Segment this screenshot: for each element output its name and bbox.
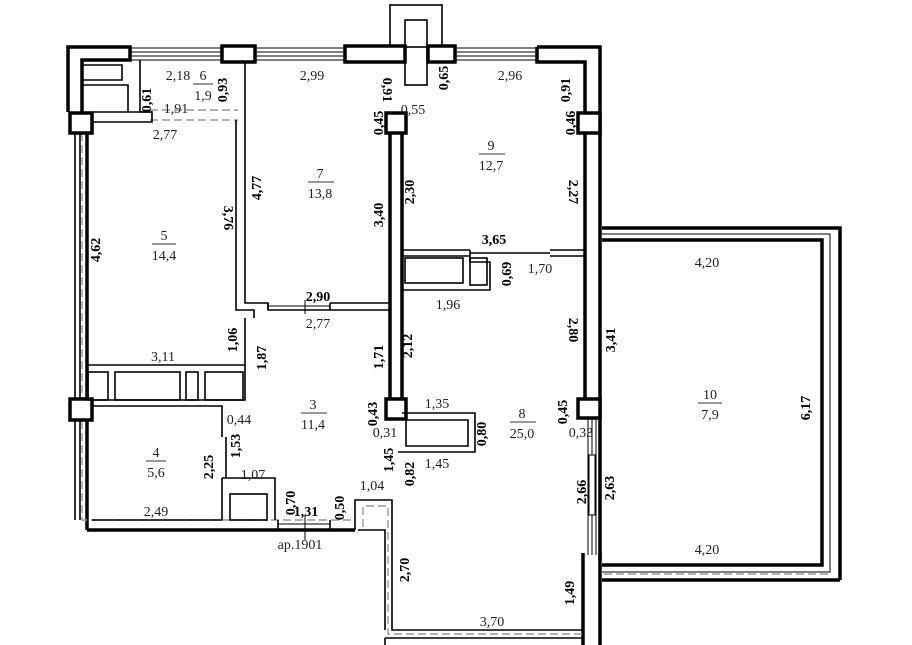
dimension: 1,91 xyxy=(164,102,189,117)
dimension: 2,12 xyxy=(401,334,416,359)
dimension: 2,90 xyxy=(306,290,331,305)
room-area: 14,4 xyxy=(152,249,177,264)
dimension: 3,76 xyxy=(220,206,235,231)
dimension: 4,20 xyxy=(695,543,720,558)
room-number: 9 xyxy=(488,139,495,154)
dimension: 2,80 xyxy=(565,318,580,343)
room-area: 11,4 xyxy=(301,418,325,433)
room-number: 10 xyxy=(703,388,717,403)
dimension: 0,46 xyxy=(564,111,579,136)
room-number: 8 xyxy=(519,407,526,422)
dimension: 4,62 xyxy=(89,238,104,263)
dimension: 2,18 xyxy=(166,69,191,84)
dimension: 2,30 xyxy=(403,180,418,205)
dimension: 1,35 xyxy=(425,397,450,412)
dimension: 3,40 xyxy=(372,203,387,228)
dimension: 0,80 xyxy=(475,422,490,447)
walls xyxy=(66,4,842,645)
room-area: 5,6 xyxy=(147,466,165,481)
dimension: 2,96 xyxy=(498,69,523,84)
dimension: 1,96 xyxy=(436,298,461,313)
dimension: 3,11 xyxy=(151,350,175,365)
dimension: 1,87 xyxy=(255,346,270,371)
dimension: 0,31 xyxy=(373,426,398,441)
dimension: 3,65 xyxy=(482,233,507,248)
dimension: 1,70 xyxy=(528,262,553,277)
dimension: 2,77 xyxy=(306,317,331,332)
dimension: 0,91 xyxy=(379,78,394,103)
room-area: 1,9 xyxy=(194,89,212,104)
dimension: 0,91 xyxy=(559,78,574,103)
dimension: 1,49 xyxy=(563,581,578,606)
dimension: 2,49 xyxy=(144,505,169,520)
dimension: 0,55 xyxy=(401,103,426,118)
room-number: 7 xyxy=(317,167,324,182)
dimension: 1,07 xyxy=(241,468,266,483)
dimension: 2,70 xyxy=(398,558,413,583)
dimension: 2,77 xyxy=(153,128,178,143)
dimension: 0,45 xyxy=(556,400,571,425)
dimension: 6,17 xyxy=(799,396,814,421)
dimension: 0,43 xyxy=(366,402,381,427)
dimension: 1,31 xyxy=(294,505,319,520)
dimension: 2,25 xyxy=(202,455,217,480)
room-number: 6 xyxy=(200,69,207,84)
apartment-label: ap.1901 xyxy=(278,538,323,553)
dimension: 2,99 xyxy=(300,69,325,84)
dimension: 0,69 xyxy=(500,262,515,287)
room-area: 25,0 xyxy=(510,427,535,442)
dimension: 0,61 xyxy=(140,88,155,113)
dimension: 3,70 xyxy=(480,615,505,630)
dimension: 4,77 xyxy=(250,176,265,201)
room-number: 4 xyxy=(153,446,160,461)
dimension: 0,45 xyxy=(372,111,387,136)
dimension: 0,44 xyxy=(227,413,252,428)
dimension: 0,70 xyxy=(284,491,299,516)
dimension: 1,04 xyxy=(360,479,385,494)
room-labels: 6 1,9 5 14,4 7 13,8 9 12,7 3 11,4 4 5,6 … xyxy=(146,69,722,553)
dimension: 0,33 xyxy=(569,426,594,441)
dimension-labels: 2,18 2,99 2,96 1,91 2,77 0,55 3,65 1,70 … xyxy=(89,66,814,630)
dimension: 2,63 xyxy=(603,476,618,501)
dimension: 1,53 xyxy=(229,434,244,459)
room-area: 7,9 xyxy=(701,408,719,423)
dimension: 1,45 xyxy=(382,448,397,473)
room-number: 3 xyxy=(310,398,317,413)
dimension: 3,41 xyxy=(604,328,619,353)
dimension: 0,93 xyxy=(216,78,231,103)
dimension: 1,06 xyxy=(226,328,241,353)
dimension: 0,65 xyxy=(437,66,452,91)
room-area: 12,7 xyxy=(479,159,504,174)
room-area: 13,8 xyxy=(308,187,333,202)
room-number: 5 xyxy=(161,229,168,244)
dimension: 1,45 xyxy=(425,457,450,472)
dimension: 2,27 xyxy=(565,180,580,205)
dimension: 1,71 xyxy=(372,345,387,370)
dimension: 2,66 xyxy=(575,480,590,505)
dimension: 0,82 xyxy=(403,462,418,487)
dimension: 4,20 xyxy=(695,256,720,271)
dimension: 0,50 xyxy=(333,496,348,521)
